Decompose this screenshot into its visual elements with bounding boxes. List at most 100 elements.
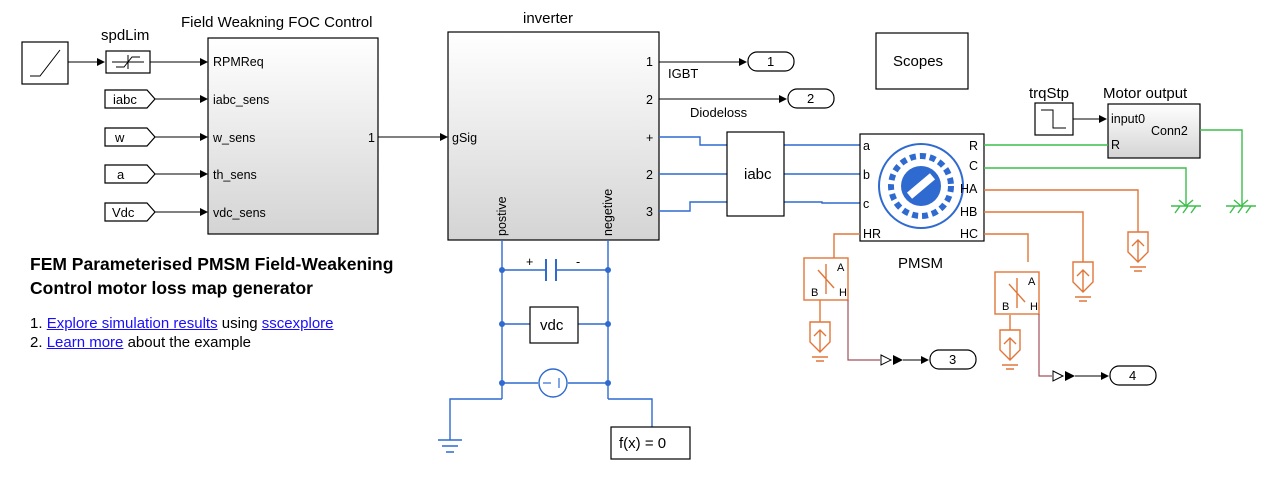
thermal-reference-conv2[interactable]	[999, 329, 1021, 370]
iabc-sensor-label: iabc	[744, 166, 772, 183]
from-tag-w[interactable]: w	[104, 127, 156, 147]
scopes-block[interactable]: Scopes	[875, 32, 969, 90]
foc-port-iabc: iabc_sens	[213, 93, 269, 107]
ps-converter-3[interactable]	[880, 354, 893, 366]
inverter-out-phase3: 3	[646, 205, 653, 219]
inverter-port-postive: postive	[495, 196, 509, 236]
ps-converter-4[interactable]	[1052, 370, 1065, 382]
explore-results-link[interactable]: Explore simulation results	[46, 315, 218, 332]
foc-port-rpmreq: RPMReq	[213, 55, 264, 69]
mechanical-reference-2[interactable]	[1226, 199, 1256, 214]
motor-output-label: Motor output	[1103, 85, 1188, 102]
inverter-out-phase2: 2	[646, 168, 653, 182]
inverter-block[interactable]	[447, 31, 660, 241]
inverter-out-1: 1	[646, 55, 653, 69]
line1-middle-text: using	[221, 315, 258, 332]
solver-configuration-label: f(x) = 0	[619, 435, 666, 452]
model-description: FEM Parameterised PMSM Field-Weakening C…	[30, 252, 410, 352]
conv2-letter-b: B	[1002, 301, 1009, 313]
outport-1[interactable]: 1	[747, 51, 795, 72]
ps-converter-3-out	[893, 355, 903, 365]
thermal-converter-2[interactable]: B A H	[994, 271, 1040, 315]
outport-2-label: 2	[807, 91, 814, 106]
conv2-letter-h: H	[1030, 301, 1038, 313]
thermal-reference-ha[interactable]	[1127, 231, 1149, 272]
from-tag-a[interactable]: a	[104, 164, 156, 184]
pmsm-port-a: a	[863, 139, 870, 153]
pmsm-port-hb: HB	[960, 205, 977, 219]
outport-1-label: 1	[767, 54, 774, 69]
description-line-1: 1. Explore simulation results using ssce…	[30, 314, 410, 333]
inverter-out-plus: +	[646, 131, 653, 145]
electrical-ground[interactable]	[438, 439, 462, 453]
sscexplore-link[interactable]: sscexplore	[261, 315, 334, 332]
learn-more-link[interactable]: Learn more	[46, 334, 124, 351]
motor-port-r: R	[1111, 138, 1120, 152]
diodeloss-label: Diodeloss	[690, 105, 748, 120]
solver-configuration-block[interactable]: f(x) = 0	[610, 426, 691, 460]
pmsm-port-r: R	[969, 139, 978, 153]
outport-3-label: 3	[949, 352, 956, 367]
outport-4-label: 4	[1129, 368, 1136, 383]
line2-number: 2.	[30, 334, 43, 351]
pmsm-port-c-right: C	[969, 159, 978, 173]
pmsm-label: PMSM	[898, 255, 943, 272]
motor-output-block[interactable]	[1107, 103, 1201, 159]
from-tag-iabc-label: iabc	[113, 92, 137, 107]
scopes-label: Scopes	[893, 53, 943, 70]
foc-control-block[interactable]	[207, 37, 379, 235]
outport-4[interactable]: 4	[1109, 365, 1157, 386]
conv1-letter-b: B	[811, 287, 818, 299]
mechanical-reference-1[interactable]	[1171, 199, 1201, 214]
thermal-reference-hb[interactable]	[1072, 261, 1094, 302]
foc-port-th: th_sens	[213, 168, 257, 182]
inverter-out-2: 2	[646, 93, 653, 107]
pmsm-port-hr: HR	[863, 227, 881, 241]
dc-link-wires	[449, 240, 653, 440]
motor-port-input0: input0	[1111, 112, 1145, 126]
vdc-sensor-label: vdc	[540, 317, 564, 334]
thermal-reference-conv1[interactable]	[809, 321, 831, 362]
capacitor[interactable]	[545, 259, 557, 281]
pmsm-port-hc: HC	[960, 227, 978, 241]
spdlim-label: spdLim	[101, 27, 149, 44]
trqstp-block[interactable]	[1034, 102, 1074, 136]
thermal-converter-1[interactable]: B A H	[803, 257, 849, 301]
foc-port-w: w_sens	[212, 131, 255, 145]
from-tag-w-label: w	[114, 130, 125, 145]
from-tag-iabc[interactable]: iabc	[104, 89, 156, 109]
from-tag-vdc[interactable]: Vdc	[104, 202, 156, 222]
foc-out-port: 1	[368, 131, 375, 145]
conv1-letter-h: H	[839, 287, 847, 299]
line2-rest-text: about the example	[127, 334, 251, 351]
inverter-port-negetive: negetive	[601, 189, 615, 236]
vdc-sensor-block[interactable]: vdc	[529, 306, 579, 344]
iabc-sensor-block[interactable]: iabc	[726, 131, 785, 217]
conv2-letter-a: A	[1028, 276, 1036, 288]
electrical-wires	[659, 136, 860, 212]
from-tag-a-label: a	[117, 167, 125, 182]
foc-title: Field Weakning FOC Control	[181, 14, 372, 31]
ramp-block[interactable]	[21, 41, 69, 85]
spdlim-block[interactable]	[105, 50, 151, 74]
conv1-letter-a: A	[837, 262, 845, 274]
outport-3[interactable]: 3	[929, 349, 977, 370]
ps-wire-3	[847, 300, 880, 361]
pmsm-block[interactable]	[859, 133, 985, 242]
mechanical-wires	[984, 129, 1243, 205]
pmsm-port-c: c	[863, 197, 869, 211]
description-line-2: 2. Learn more about the example	[30, 333, 410, 352]
pmsm-port-b: b	[863, 168, 870, 182]
from-tag-vdc-label: Vdc	[112, 205, 135, 220]
motor-port-conn2: Conn2	[1151, 124, 1188, 138]
outport-2[interactable]: 2	[787, 88, 835, 109]
ps-converter-4-out	[1065, 371, 1075, 381]
dc-link-junctions	[499, 267, 611, 386]
dc-voltage-source[interactable]	[538, 368, 568, 398]
ps-wire-4	[1038, 314, 1052, 377]
thermal-wires	[819, 189, 1139, 330]
trqstp-label: trqStp	[1029, 85, 1069, 102]
capacitor-minus: -	[576, 255, 580, 269]
igbt-label: IGBT	[668, 66, 698, 81]
